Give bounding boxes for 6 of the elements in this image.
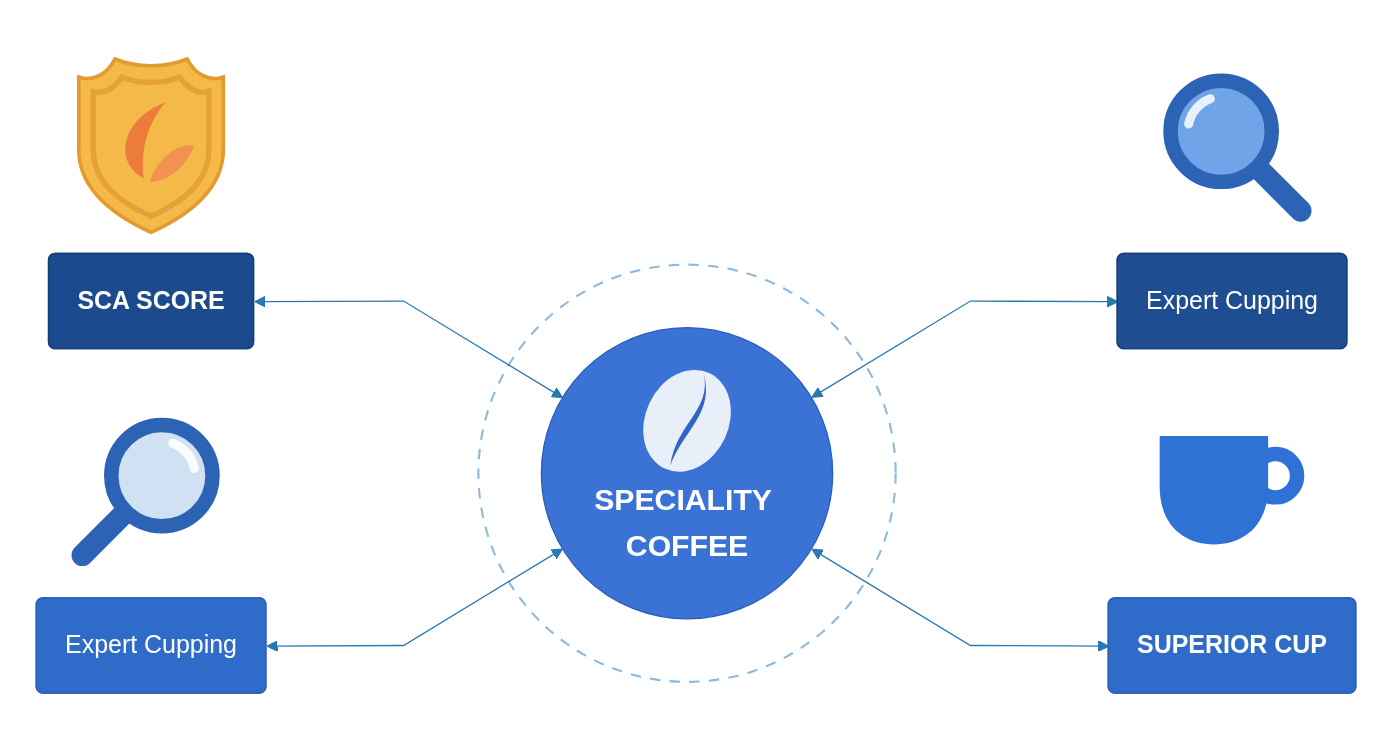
double-arrow	[254, 295, 564, 399]
label-pill: SCA SCORE	[47, 252, 255, 350]
label-pill: Expert Cupping	[1116, 252, 1348, 350]
label-pill: SUPERIOR CUP	[1107, 597, 1357, 694]
label-pill: Expert Cupping	[35, 597, 267, 694]
double-arrow	[266, 548, 564, 652]
